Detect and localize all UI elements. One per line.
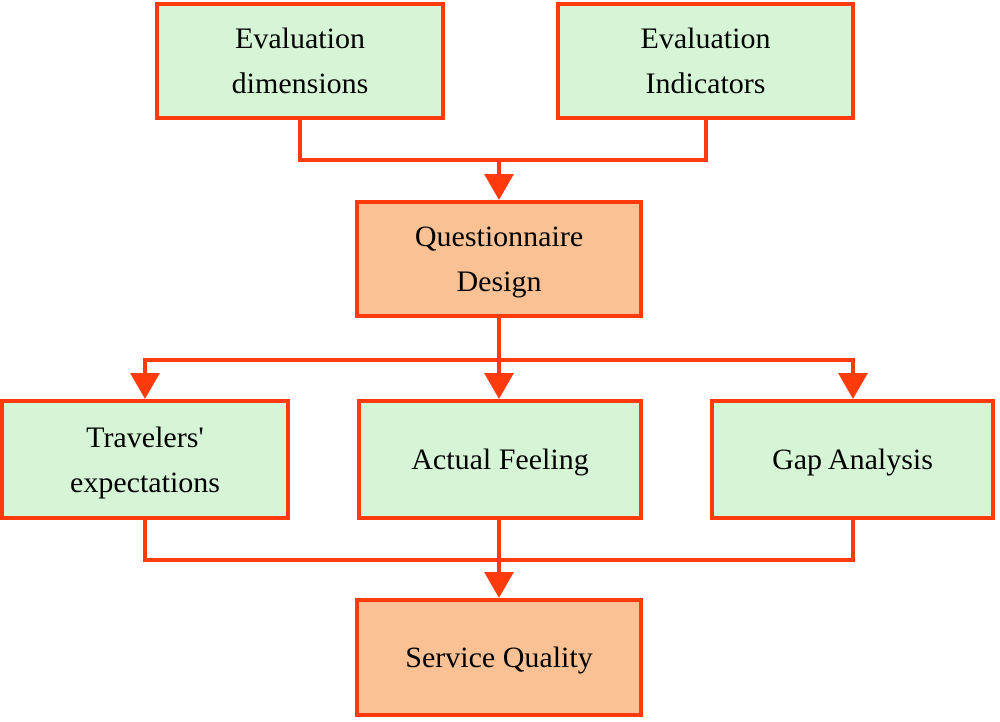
arrowhead-down-icon (484, 572, 514, 598)
node-actual-feeling: Actual Feeling (357, 399, 643, 520)
node-label: Actual Feeling (411, 443, 589, 476)
connector-to-travelers (143, 360, 147, 374)
connector-to-questionnaire (497, 160, 501, 176)
node-label: Evaluation dimensions (231, 22, 369, 100)
connector-to-gap-analysis (851, 360, 855, 374)
node-gap-analysis: Gap Analysis (710, 399, 995, 520)
node-label: Questionnaire Design (414, 220, 584, 298)
connector-top-merge-line (298, 158, 708, 162)
node-evaluation-indicators: Evaluation Indicators (556, 2, 855, 120)
connector-eval-dimensions-down (298, 120, 302, 160)
node-evaluation-dimensions: Evaluation dimensions (155, 2, 445, 120)
connector-to-actual-feeling (497, 360, 501, 374)
connector-to-service-quality (497, 518, 501, 574)
node-travelers-expectations: Travelers' expectations (0, 399, 290, 520)
arrowhead-down-icon (484, 174, 514, 200)
connector-gap-down (851, 518, 855, 562)
node-label: Service Quality (405, 641, 593, 674)
connector-questionnaire-down (497, 316, 501, 362)
node-service-quality: Service Quality (355, 598, 643, 717)
node-label: Evaluation Indicators (640, 22, 771, 100)
node-label: Gap Analysis (772, 443, 933, 476)
arrowhead-down-icon (838, 373, 868, 399)
node-questionnaire-design: Questionnaire Design (355, 200, 643, 318)
connector-travelers-down (143, 518, 147, 562)
arrowhead-down-icon (130, 373, 160, 399)
arrowhead-down-icon (484, 373, 514, 399)
node-label: Travelers' expectations (70, 420, 220, 499)
connector-eval-indicators-down (704, 120, 708, 160)
